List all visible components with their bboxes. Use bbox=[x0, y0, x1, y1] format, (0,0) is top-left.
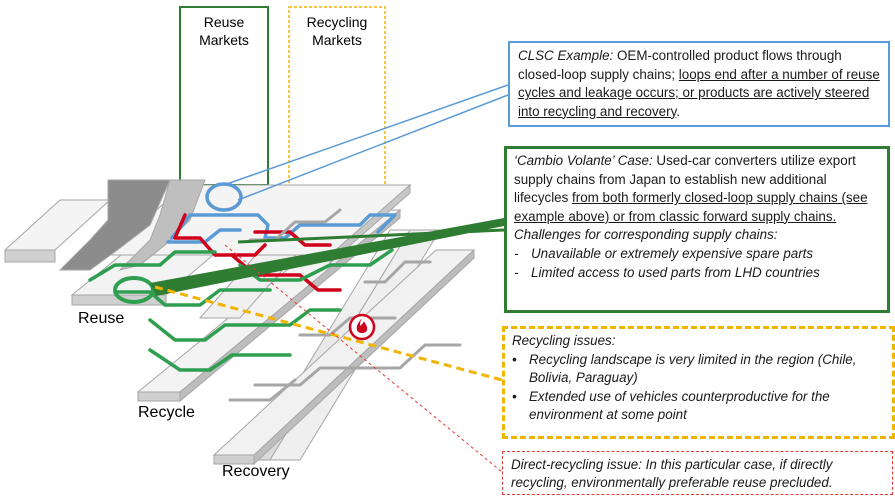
production-slab-front bbox=[4, 249, 56, 263]
top-slab-edge bbox=[329, 183, 411, 265]
yellow-connector bbox=[154, 285, 503, 382]
clsc-title: CLSC Example: bbox=[518, 48, 614, 63]
reuse-markets-label-2: Markets bbox=[199, 32, 249, 48]
recycle-label: Recycle bbox=[138, 404, 195, 421]
red-flow-line-1 bbox=[173, 213, 267, 257]
green-flow-line-1 bbox=[88, 250, 217, 282]
recycling-issue-item: •Recycling landscape is very limited in … bbox=[512, 351, 857, 386]
challenge-item: -Limited access to used parts from LHD c… bbox=[514, 264, 820, 280]
clsc-text-a: OEM-controlled product flows through clo… bbox=[518, 48, 842, 82]
cambio-text-a: Used-car converters utilize export suppl… bbox=[514, 153, 856, 206]
reuse-label: Reuse bbox=[78, 310, 124, 327]
green-flow-line-4 bbox=[148, 348, 292, 372]
grey-flow-line-1 bbox=[253, 343, 462, 387]
challenge-text: Limited access to used parts from LHD co… bbox=[531, 264, 820, 280]
cambio-paragraph: ‘Cambio Volante’ Case: Used-car converte… bbox=[514, 152, 880, 226]
flows bbox=[88, 208, 462, 402]
recycling-markets-label-2: Markets bbox=[312, 32, 362, 48]
reuse-markets-box bbox=[179, 6, 269, 186]
fire-icon bbox=[348, 313, 376, 341]
recycling-issue-text: Recycling landscape is very limited in t… bbox=[529, 351, 857, 386]
blue-flow-line-2 bbox=[166, 228, 242, 244]
reuse-markets-label-1: Reuse bbox=[204, 14, 245, 30]
grey-flow-line-4 bbox=[363, 260, 432, 284]
slabs bbox=[3, 179, 476, 466]
recycle-loop-icon bbox=[205, 182, 243, 212]
production-block bbox=[58, 179, 171, 271]
green-flow-line-3 bbox=[148, 308, 342, 342]
recycling-issue-item: •Extended use of vehicles counterproduct… bbox=[512, 388, 830, 423]
green-flow-line-5 bbox=[238, 248, 394, 282]
challenge-item: -Unavailable or extremely expensive spar… bbox=[514, 245, 814, 261]
clsc-text-b: . bbox=[676, 103, 681, 119]
challenge-text: Unavailable or extremely expensive spare… bbox=[531, 245, 814, 261]
direct-recycling-text: Direct-recycling issue: In this particul… bbox=[511, 457, 833, 490]
green-flow-line-2 bbox=[113, 288, 272, 307]
direct-recycling-box: Direct-recycling issue: In this particul… bbox=[502, 451, 893, 495]
blue-connector-1 bbox=[223, 84, 509, 186]
challenges-title: Challenges for corresponding supply chai… bbox=[514, 227, 778, 243]
clsc-example-box: CLSC Example: OEM-controlled product flo… bbox=[508, 41, 890, 127]
blue-flow-line bbox=[170, 213, 397, 240]
recovery-slab-side bbox=[253, 248, 475, 466]
green-connector-2 bbox=[237, 228, 505, 244]
blue-connector-2 bbox=[237, 94, 509, 201]
recovery-label: Recovery bbox=[222, 463, 290, 480]
cambio-text-underlined: from both formerly closed-loop supply ch… bbox=[514, 190, 868, 224]
cambio-title: ‘Cambio Volante’ Case: bbox=[514, 153, 653, 168]
recycling-markets-box bbox=[288, 6, 386, 200]
clsc-text-underlined: loops end after a number of reuse cycles… bbox=[518, 66, 880, 119]
grey-flow-line-2 bbox=[228, 378, 297, 402]
recycling-issues-title: Recycling issues: bbox=[512, 333, 616, 348]
recycling-issues-box: Recycling issues: •Recycling landscape i… bbox=[502, 326, 895, 439]
cambio-volante-box: ‘Cambio Volante’ Case: Used-car converte… bbox=[504, 146, 890, 313]
recycling-issue-text: Extended use of vehicles counterproducti… bbox=[529, 388, 830, 423]
green-connector bbox=[150, 218, 504, 296]
reuse-loop-icon bbox=[113, 276, 155, 304]
grey-flow-line-3 bbox=[298, 316, 397, 337]
recycling-markets-label-1: Recycling bbox=[307, 14, 368, 30]
recycle-slab-edge bbox=[137, 391, 181, 402]
